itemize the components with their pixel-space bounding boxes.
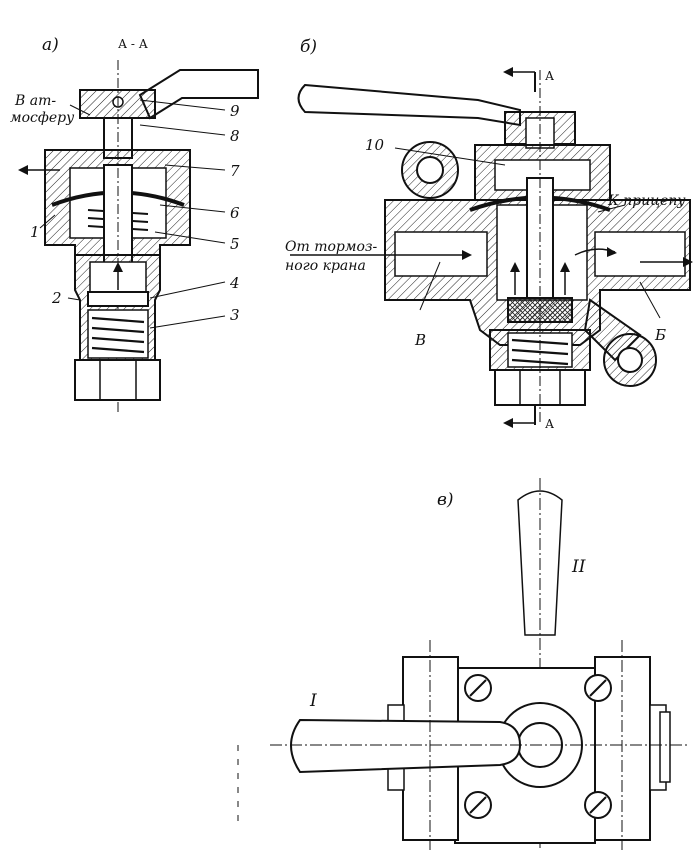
label-from-brake-1: От тормоз-	[285, 239, 378, 255]
view-b-section	[290, 67, 693, 428]
label-view-a: а)	[42, 35, 59, 55]
label-to-atmosphere-1: В ат-	[14, 93, 56, 109]
label-section-a-bottom: А	[545, 417, 554, 431]
part-number-9: 9	[230, 102, 240, 120]
label-position-i: I	[309, 691, 317, 711]
label-from-brake-2: ного крана	[285, 258, 366, 274]
part-number-8: 8	[230, 127, 240, 145]
part-number-1: 1	[30, 223, 40, 241]
label-port-b: Б	[654, 326, 666, 344]
label-position-ii: II	[571, 557, 586, 577]
part-number-2: 2	[51, 289, 62, 307]
part-number-6: 6	[230, 204, 240, 222]
view-a-section	[18, 60, 259, 415]
part-number-10: 10	[365, 136, 385, 154]
part-number-7: 7	[230, 162, 240, 180]
label-section-aa: А - А	[118, 37, 148, 51]
label-to-atmosphere-2: мосферу	[10, 110, 75, 126]
label-section-a-top: А	[545, 69, 554, 83]
part-number-5: 5	[230, 235, 240, 253]
label-to-trailer: К прицепу	[607, 193, 686, 209]
label-view-b: б)	[300, 37, 317, 57]
view-c-plan	[237, 478, 690, 850]
label-view-c: в)	[437, 490, 454, 510]
part-number-4: 4	[229, 274, 240, 292]
part-number-3: 3	[230, 306, 240, 324]
label-port-v: В	[414, 331, 426, 349]
